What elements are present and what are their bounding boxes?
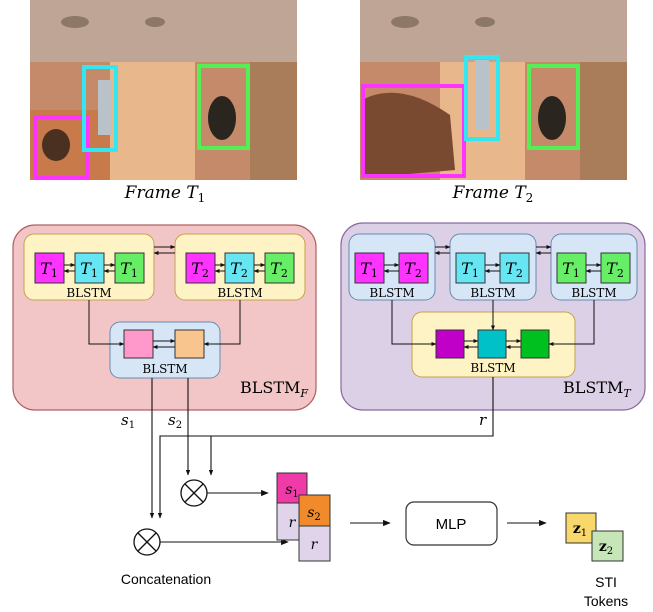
blstm-t-g2-token-2: T2	[499, 252, 530, 284]
svg-text:T2: T2	[606, 259, 624, 280]
multiply-node-lower	[133, 528, 161, 556]
blstm-f-g1-token-1: T1	[34, 252, 65, 284]
blstm-f-g2-label: BLSTM	[217, 286, 262, 300]
svg-text:T2: T2	[191, 259, 209, 280]
svg-text:T2: T2	[404, 259, 422, 280]
blstm-t-panel: T1 T2 BLSTM T1 T2 BLSTM T1 T2	[340, 222, 646, 411]
blstm-t-g2-label: BLSTM	[470, 286, 515, 300]
output-wiring	[149, 377, 494, 519]
r-label: r	[479, 411, 487, 429]
blstm-f-g1-token-3: T1	[114, 252, 145, 284]
blstm-f-g1-label: BLSTM	[66, 286, 111, 300]
svg-text:T1: T1	[120, 259, 138, 280]
svg-text:T1: T1	[461, 259, 479, 280]
blstm-f-panel: T1 T1 T1 BLSTM T2 T2 T2	[12, 224, 317, 411]
blstm-t-g3-label: BLSTM	[571, 286, 616, 300]
blstm-t-merge-cell-1	[435, 329, 465, 359]
svg-text:s2: s2	[307, 505, 321, 523]
blstm-f-g1-token-2: T1	[74, 252, 105, 284]
svg-text:T2: T2	[270, 259, 288, 280]
blstm-f-g2-token-1: T2	[185, 252, 216, 284]
svg-text:z1: z1	[573, 521, 587, 539]
blstm-t-merge-cell-3	[520, 329, 550, 359]
svg-text:z2: z2	[599, 539, 613, 557]
blstm-f-g2-token-3: T2	[264, 252, 295, 284]
frame-1	[30, 0, 297, 180]
blstm-t-g2-token-1: T1	[455, 252, 486, 284]
svg-text:T2: T2	[230, 259, 248, 280]
stack-2: s2 r	[298, 494, 331, 562]
concatenation-label: Concatenation	[121, 571, 211, 587]
blstm-t-g1-token-2: T2	[398, 252, 429, 284]
svg-text:T1: T1	[80, 259, 98, 280]
blstm-t-merge-label: BLSTM	[470, 361, 515, 375]
blstm-t-g3-token-1: T1	[556, 252, 587, 284]
s2-label: s2	[168, 411, 182, 431]
blstm-f-panel-label: BLSTMF	[240, 378, 308, 400]
frame-2	[360, 0, 627, 180]
blstm-f-merge-cell-2	[174, 329, 205, 359]
svg-text:T1: T1	[360, 259, 378, 280]
frame-2-caption: Frame T2	[452, 183, 534, 205]
mlp-box: MLP	[405, 501, 498, 546]
svg-text:T1: T1	[40, 259, 58, 280]
blstm-t-g3-token-2: T2	[600, 252, 631, 284]
multiply-node-upper	[180, 479, 208, 507]
blstm-t-panel-label: BLSTMT	[563, 378, 632, 400]
sti-token-2: z2	[591, 530, 624, 562]
sti-token-1: z1	[565, 512, 597, 544]
svg-text:r: r	[311, 537, 319, 553]
svg-text:T2: T2	[505, 259, 523, 280]
blstm-f-merge-cell-1	[123, 329, 154, 359]
blstm-t-g1-token-1: T1	[354, 252, 385, 284]
blstm-f-g2-token-2: T2	[224, 252, 255, 284]
s1-label: s1	[121, 411, 135, 431]
blstm-t-merge-cell-2	[477, 329, 507, 359]
sti-label-line1: STI	[595, 574, 617, 590]
svg-text:T1: T1	[562, 259, 580, 280]
svg-text:r: r	[289, 515, 297, 531]
blstm-f-merge-label: BLSTM	[142, 362, 187, 376]
svg-text:s1: s1	[285, 482, 299, 500]
mlp-label: MLP	[436, 516, 467, 533]
blstm-t-g1-label: BLSTM	[369, 286, 414, 300]
frame-1-caption: Frame T1	[124, 183, 206, 205]
sti-label-line2: Tokens	[584, 593, 628, 609]
